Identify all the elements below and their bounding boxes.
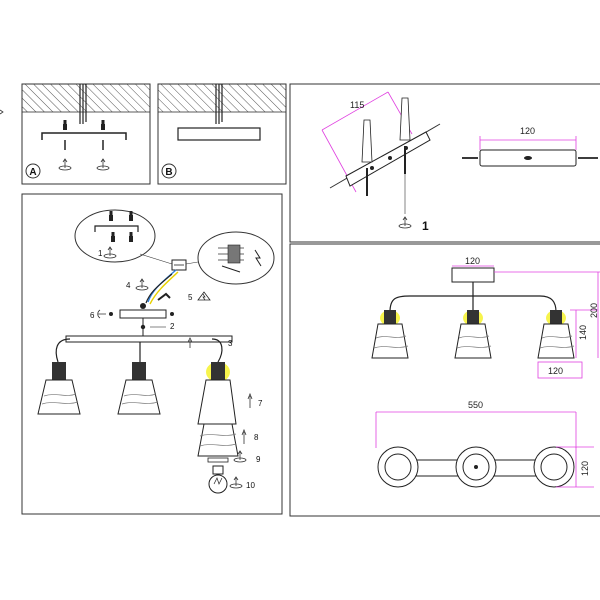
screw-icon [101,120,105,130]
dim-shade-left [371,310,409,359]
shade-right-open: 7 8 9 10 [197,362,263,494]
edge-mark [0,109,4,115]
top-view-circles [377,446,575,488]
dim-cut-off-200: 200 [589,303,599,318]
callout-10: 10 [246,481,255,490]
dim-height-140: 140 [578,325,588,340]
panel-b: B [157,83,287,185]
callout-4: 4 [126,281,131,290]
dim-shade-right [537,310,575,359]
mount-step: 1 [422,219,429,233]
panel-b-label: B [165,167,172,178]
bulb-icon [208,465,228,494]
callout-9: 9 [256,455,261,464]
rotate-arrow-icon [58,158,72,171]
panel-assembly: 1 4 5 6 2 [21,193,283,515]
callout-5: 5 [188,293,193,302]
panel-dimensions: 120 140 20 [289,243,600,517]
panel-mount: 115 1 120 [289,83,600,243]
dim-length-550: 550 [468,400,483,410]
dim-mount-120: 120 [520,126,535,136]
dim-canopy-120: 120 [465,256,480,266]
dim-shade-middle [454,310,492,359]
dim-depth-120: 120 [580,461,590,476]
callout-7: 7 [258,399,263,408]
callout-3: 3 [228,339,233,348]
shade-left [37,362,81,415]
dim-115: 115 [350,100,364,110]
callout-8: 8 [254,433,259,442]
rotate-arrow-icon [96,158,110,171]
shock-warning-icon [254,249,262,267]
callout-2: 2 [170,322,175,331]
panel-a-label: A [29,167,36,178]
callout-6: 6 [90,311,95,320]
dim-shade-120: 120 [548,366,563,376]
panel-a: A [21,83,151,185]
screw-icon [63,120,67,130]
callout-1: 1 [98,249,103,258]
shade-middle [117,362,161,415]
mounting-plate [177,127,261,141]
